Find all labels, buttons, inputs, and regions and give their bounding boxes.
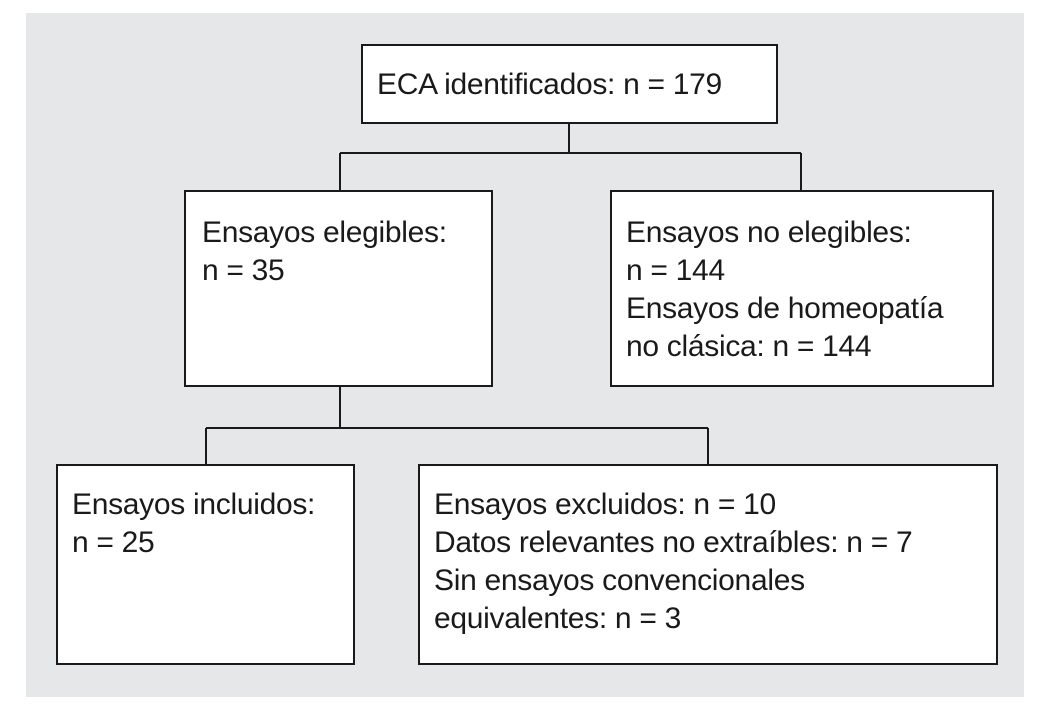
non-eligible-trials-line-2: n = 144 [626,254,725,287]
excluded-trials-line-4: equivalentes: n = 3 [434,602,681,635]
included-trials-box: Ensayos incluidos: n = 25 [56,464,355,665]
excluded-trials-box: Ensayos excluidos: n = 10 Datos relevant… [418,464,998,665]
included-trials-line-1: Ensayos incluidos: [72,488,316,521]
identified-rcts-box: ECA identificados: n = 179 [361,44,778,124]
excluded-trials-line-1: Ensayos excluidos: n = 10 [434,488,776,521]
included-trials-line-2: n = 25 [72,526,155,559]
non-eligible-trials-line-4: no clásica: n = 144 [626,330,872,363]
non-eligible-trials-line-3: Ensayos de homeopatía [626,292,944,325]
identified-rcts-line-1: ECA identificados: n = 179 [377,68,722,101]
excluded-trials-line-3: Sin ensayos convencionales [434,564,805,597]
excluded-trials-line-2: Datos relevantes no extraíbles: n = 7 [434,526,913,559]
non-eligible-trials-line-1: Ensayos no elegibles: [626,216,912,249]
eligible-trials-line-1: Ensayos elegibles: [202,216,447,249]
eligible-trials-box: Ensayos elegibles: n = 35 [184,190,493,387]
eligible-trials-line-2: n = 35 [202,254,285,287]
non-eligible-trials-box: Ensayos no elegibles: n = 144 Ensayos de… [610,190,994,387]
